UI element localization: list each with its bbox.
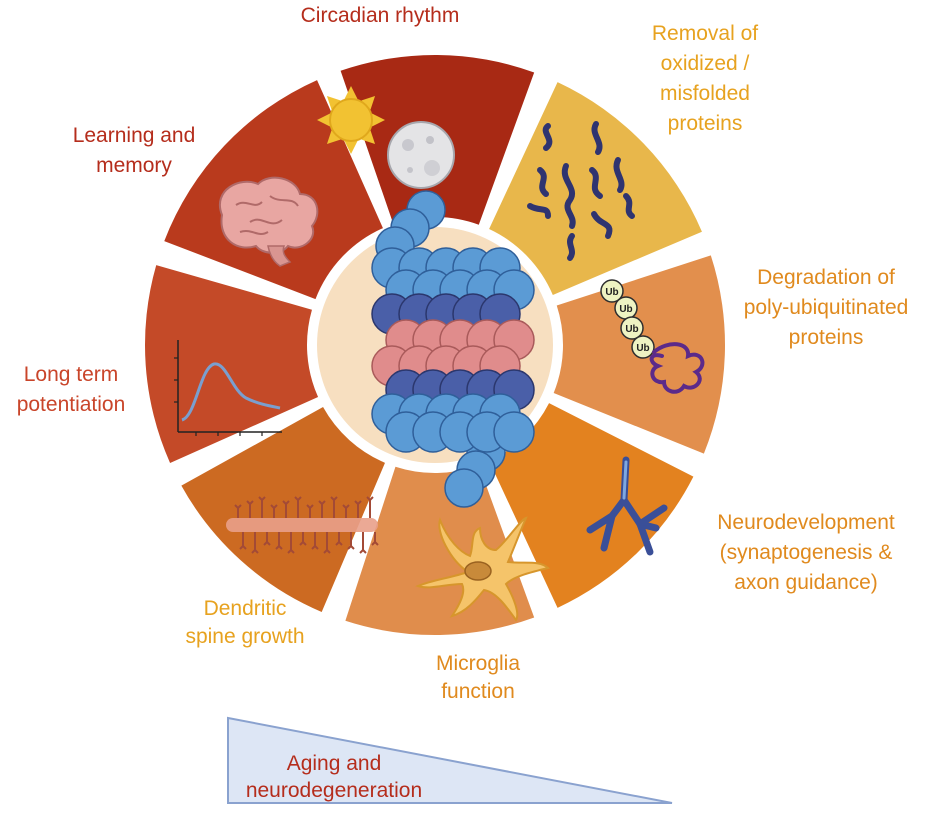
dendritic-spine — [335, 532, 343, 546]
ubiquitin-bead — [620, 316, 644, 340]
proteasome-subunit — [493, 411, 535, 453]
label-long-term-potentiation: Long term potentiation — [16, 363, 126, 416]
dendritic-spine — [294, 496, 302, 518]
sun-ray — [317, 113, 330, 127]
dendritic-spine — [246, 500, 254, 518]
sun-ray — [326, 95, 341, 110]
microglia-cell-icon — [415, 516, 550, 622]
dendrite-shaft — [226, 518, 378, 532]
axon-highlight — [622, 460, 628, 500]
ltp-graph-icon — [174, 340, 282, 436]
proteasome-subunit — [444, 468, 484, 508]
segment-microglia — [345, 465, 535, 635]
ubiquitin-tag: Ub — [636, 343, 649, 354]
polyubiquitinated-protein-icon — [649, 342, 705, 394]
dendritic-spine — [306, 504, 314, 518]
label-neurodevelopment: Neurodevelopment (synaptogenesis & axon … — [717, 511, 895, 594]
sun-disc — [329, 98, 373, 142]
ubiquitin-bead — [600, 279, 624, 303]
proteasome-icon — [371, 190, 535, 508]
moon-icon — [387, 121, 455, 189]
sun-ray — [361, 130, 376, 145]
ubiquitin-tag: Ub — [625, 324, 638, 335]
dendritic-spine — [258, 496, 266, 518]
sun-icon — [317, 86, 385, 154]
aging-gradient-triangle — [227, 716, 673, 804]
dendritic-spine — [287, 532, 295, 554]
dendrite-icon — [226, 496, 379, 554]
sun-ray — [372, 113, 385, 127]
misfolded-protein-icon — [527, 121, 635, 261]
sun-ray — [361, 95, 376, 110]
dendritic-spine — [263, 532, 271, 546]
dendritic-spine — [359, 532, 367, 554]
segment-dendritic — [181, 407, 385, 612]
dendritic-spine — [342, 504, 350, 518]
label-degradation-polyubiquitinated: Degradation of poly-ubiquitinated protei… — [743, 266, 909, 349]
sun-ray — [326, 130, 341, 145]
ubiquitin-bead — [631, 335, 655, 359]
label-circadian-rhythm: Circadian rhythm — [300, 4, 460, 27]
ubiquitin-tag: Ub — [619, 304, 632, 315]
label-learning-memory: Learning and memory — [72, 124, 196, 177]
dendritic-spine — [251, 532, 259, 554]
sun-ray — [344, 141, 358, 154]
label-microglia-function: Microglia function — [435, 652, 521, 703]
dendritic-spine — [239, 532, 247, 550]
dendritic-spine — [318, 500, 326, 518]
label-aging-neurodegeneration: Aging and neurodegeneration — [245, 752, 423, 802]
segment-neurodev — [489, 403, 694, 608]
dendritic-spine — [371, 532, 379, 546]
brain-icon — [219, 176, 319, 267]
dendritic-spine — [282, 500, 290, 518]
dendritic-spine — [330, 496, 338, 518]
label-dendritic-spine-growth: Dendritic spine growth — [185, 597, 305, 648]
dendritic-spine — [311, 532, 319, 550]
ubiquitin-tag: Ub — [605, 287, 618, 298]
label-removal-misfolded: Removal of oxidized / misfolded proteins — [651, 22, 759, 135]
dendritic-spine — [275, 532, 283, 550]
dendritic-spine — [270, 504, 278, 518]
dendritic-spine — [366, 496, 374, 518]
dendritic-spine — [354, 500, 362, 518]
dendritic-spine — [323, 532, 331, 554]
dendritic-spine — [299, 532, 307, 546]
sun-ray — [344, 86, 358, 99]
dendritic-spine — [234, 504, 242, 518]
dendritic-spine — [347, 532, 355, 550]
